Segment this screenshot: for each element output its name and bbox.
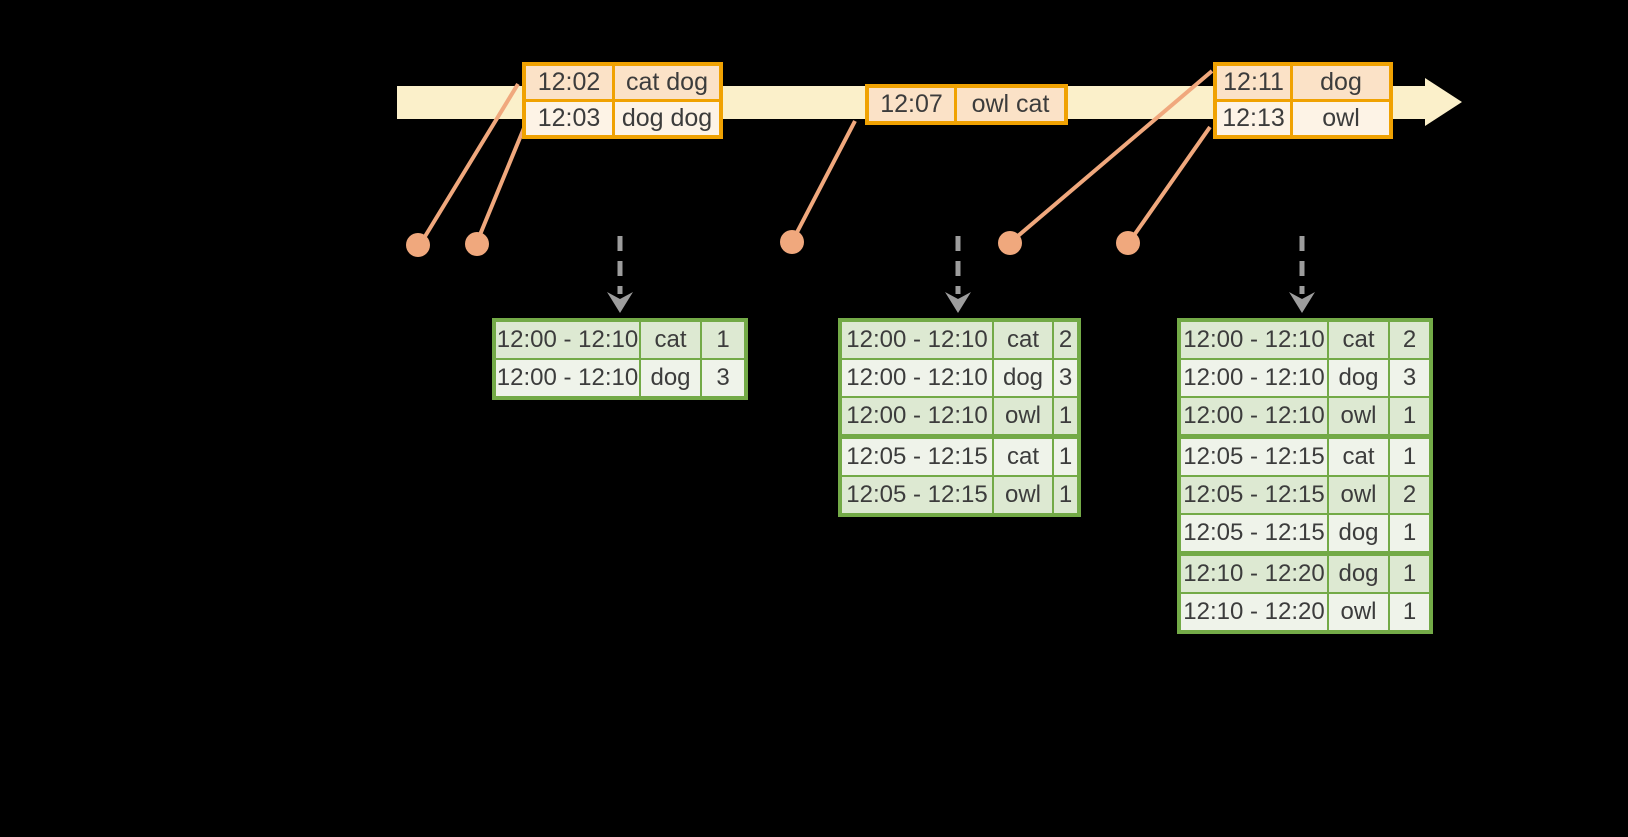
result-word: cat: [992, 322, 1052, 358]
event-words: owl: [1290, 102, 1389, 135]
result-window: 12:00 - 12:10: [846, 364, 988, 391]
input-batch-table-2: 12:07 owl cat: [865, 84, 1068, 125]
result-count: 2: [1388, 477, 1429, 513]
result-window: 12:00 - 12:10: [1183, 364, 1325, 391]
result-window: 12:00 - 12:10: [1183, 402, 1325, 429]
result-count: 2: [1052, 322, 1077, 358]
result-window: 12:10 - 12:20: [1183, 560, 1325, 587]
event-dot: [998, 231, 1022, 255]
trigger-arrowhead-icon: [945, 292, 971, 313]
event-connector-line: [419, 82, 520, 245]
result-window: 12:00 - 12:10: [846, 402, 988, 429]
event-row: 12:03 dog dog: [526, 99, 719, 135]
result-word: dog: [1327, 515, 1388, 551]
event-connector-line: [475, 127, 526, 243]
result-window: 12:10 - 12:20: [1183, 598, 1325, 625]
result-count: 1: [1388, 594, 1429, 630]
result-word: dog: [639, 360, 700, 396]
event-time: 12:11: [1223, 68, 1284, 96]
result-word: dog: [992, 360, 1052, 396]
result-window: 12:00 - 12:10: [496, 326, 639, 353]
result-word: cat: [1327, 322, 1388, 358]
result-window: 12:05 - 12:15: [1183, 443, 1325, 470]
result-word: owl: [1327, 398, 1388, 434]
result-word: owl: [992, 398, 1052, 434]
result-window: 12:00 - 12:10: [496, 364, 639, 391]
event-connector-line: [1128, 125, 1212, 243]
result-count: 1: [1388, 398, 1429, 434]
result-count: 1: [1052, 477, 1077, 513]
event-row: 12:07 owl cat: [869, 88, 1064, 121]
result-word: cat: [992, 439, 1052, 475]
result-word: dog: [1327, 556, 1388, 592]
trigger-arrowhead-icon: [607, 292, 633, 313]
event-row: 12:02 cat dog: [526, 66, 719, 99]
event-words: cat dog: [612, 66, 719, 99]
event-time: 12:13: [1222, 104, 1285, 132]
result-window: 12:00 - 12:10: [1183, 326, 1325, 353]
result-count: 1: [1388, 556, 1429, 592]
event-dot: [780, 230, 804, 254]
result-word: owl: [1327, 477, 1388, 513]
event-connector-line: [791, 120, 857, 241]
result-count: 3: [700, 360, 744, 396]
result-count: 1: [1388, 515, 1429, 551]
event-time-axis-arrowhead-icon: [1425, 78, 1462, 126]
result-count: 3: [1052, 360, 1077, 396]
result-word: owl: [1327, 594, 1388, 630]
event-connectors: [406, 69, 1214, 257]
result-count: 3: [1388, 360, 1429, 396]
event-connector-line: [1010, 69, 1214, 243]
result-word: owl: [992, 477, 1052, 513]
event-dot: [406, 233, 430, 257]
trigger-arrows: [607, 236, 1315, 313]
result-window: 12:05 - 12:15: [1183, 481, 1325, 508]
result-count: 1: [1052, 439, 1077, 475]
event-time: 12:03: [537, 104, 601, 132]
event-time: 12:02: [537, 68, 601, 96]
event-dot: [1116, 231, 1140, 255]
result-count: 1: [1388, 439, 1429, 475]
event-words: dog dog: [612, 102, 719, 135]
result-count: 2: [1388, 322, 1429, 358]
event-dot: [465, 232, 489, 256]
event-words: dog: [1290, 66, 1389, 99]
input-batch-table-1: 12:02 cat dog 12:03 dog dog: [522, 62, 723, 139]
result-word: cat: [639, 322, 700, 358]
result-window: 12:05 - 12:15: [846, 443, 988, 470]
result-word: dog: [1327, 360, 1388, 396]
result-count: 1: [1052, 398, 1077, 434]
event-time: 12:07: [880, 90, 943, 118]
result-window: 12:00 - 12:10: [846, 326, 988, 353]
event-words: owl cat: [954, 88, 1064, 121]
result-word: cat: [1327, 439, 1388, 475]
trigger-arrowhead-icon: [1289, 292, 1315, 313]
result-window: 12:05 - 12:15: [1183, 519, 1325, 546]
result-count: 1: [700, 322, 744, 358]
result-window: 12:05 - 12:15: [846, 481, 988, 508]
